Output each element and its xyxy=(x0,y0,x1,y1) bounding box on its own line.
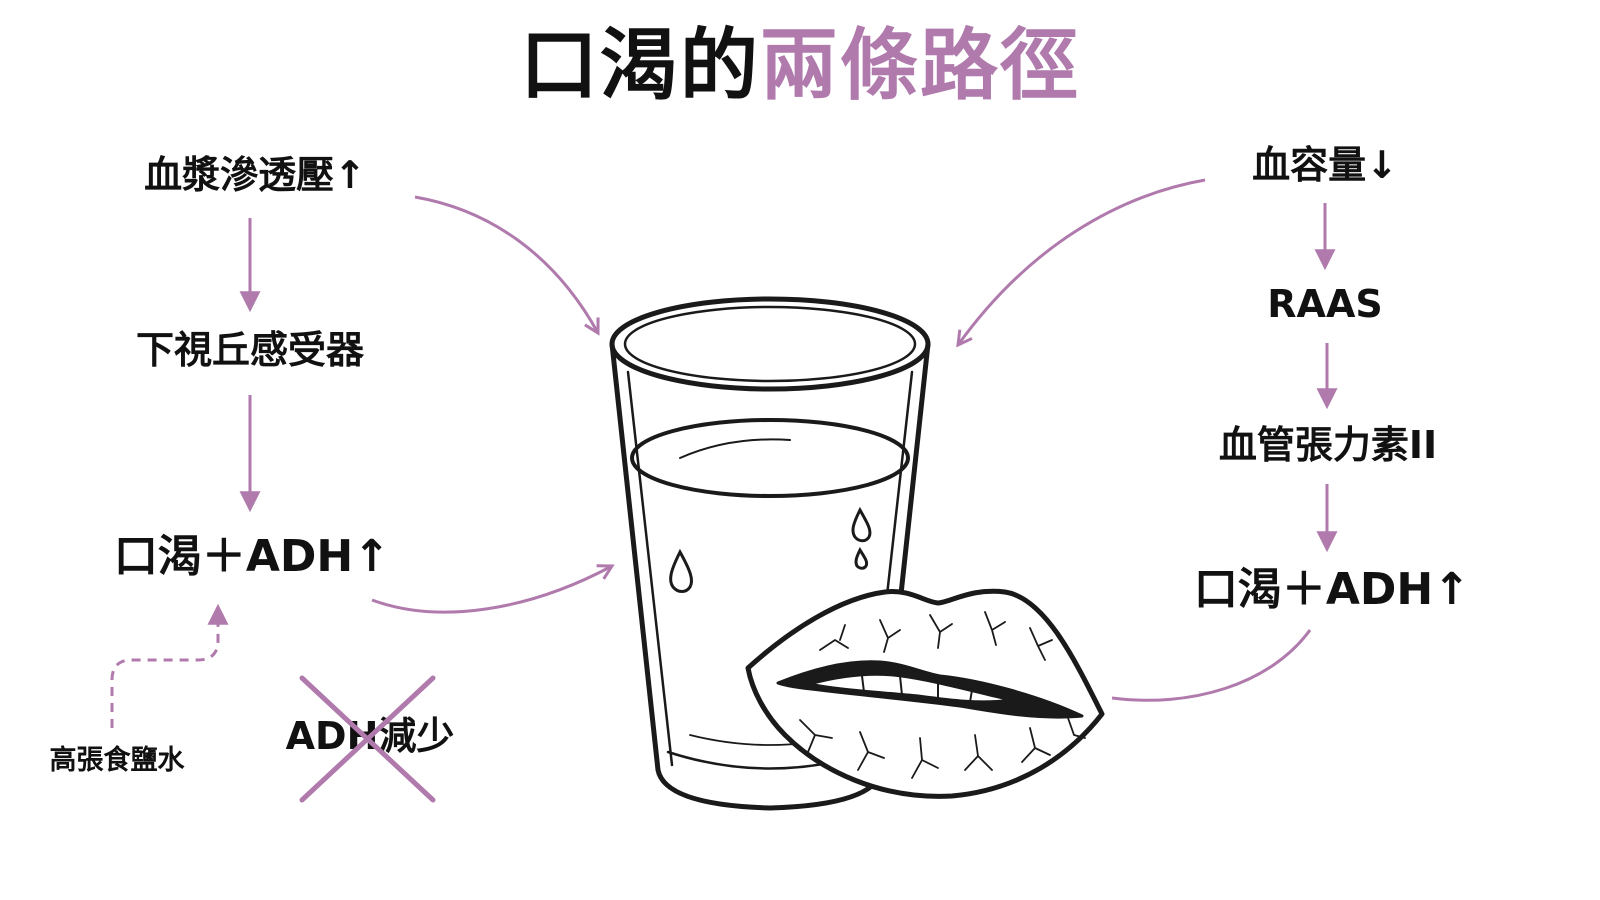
right-step-thirst-adh: 口渴＋ADH↑ xyxy=(1193,564,1471,615)
curve-left-bottom-to-glass xyxy=(371,566,612,614)
left-step-thirst-adh: 口渴＋ADH↑ xyxy=(113,531,391,582)
curve-right-bottom-to-lips xyxy=(1111,629,1312,702)
water-drop-icon xyxy=(669,506,872,593)
left-step-plasma-osmolality: 血漿滲透壓↑ xyxy=(144,153,366,197)
right-step-raas: RAAS xyxy=(1267,282,1383,326)
right-step-angiotensin: 血管張力素II xyxy=(1218,423,1438,467)
title-main: 口渴的 xyxy=(519,21,760,111)
dashed-arrow-saline xyxy=(110,603,229,728)
cross-line-2 xyxy=(299,675,436,803)
dry-lips-icon xyxy=(745,588,1105,799)
title-accent: 兩條路徑 xyxy=(760,21,1081,111)
side-input-hypertonic-saline: 高張食鹽水 xyxy=(49,745,185,776)
curve-left-top-to-glass xyxy=(414,195,598,333)
page-title: 口渴的兩條路徑 xyxy=(0,21,1600,112)
curve-right-top-to-glass xyxy=(958,178,1206,345)
right-step-blood-volume: 血容量↓ xyxy=(1252,143,1398,187)
left-step-hypothalamus-receptor: 下視丘感受器 xyxy=(135,328,365,372)
